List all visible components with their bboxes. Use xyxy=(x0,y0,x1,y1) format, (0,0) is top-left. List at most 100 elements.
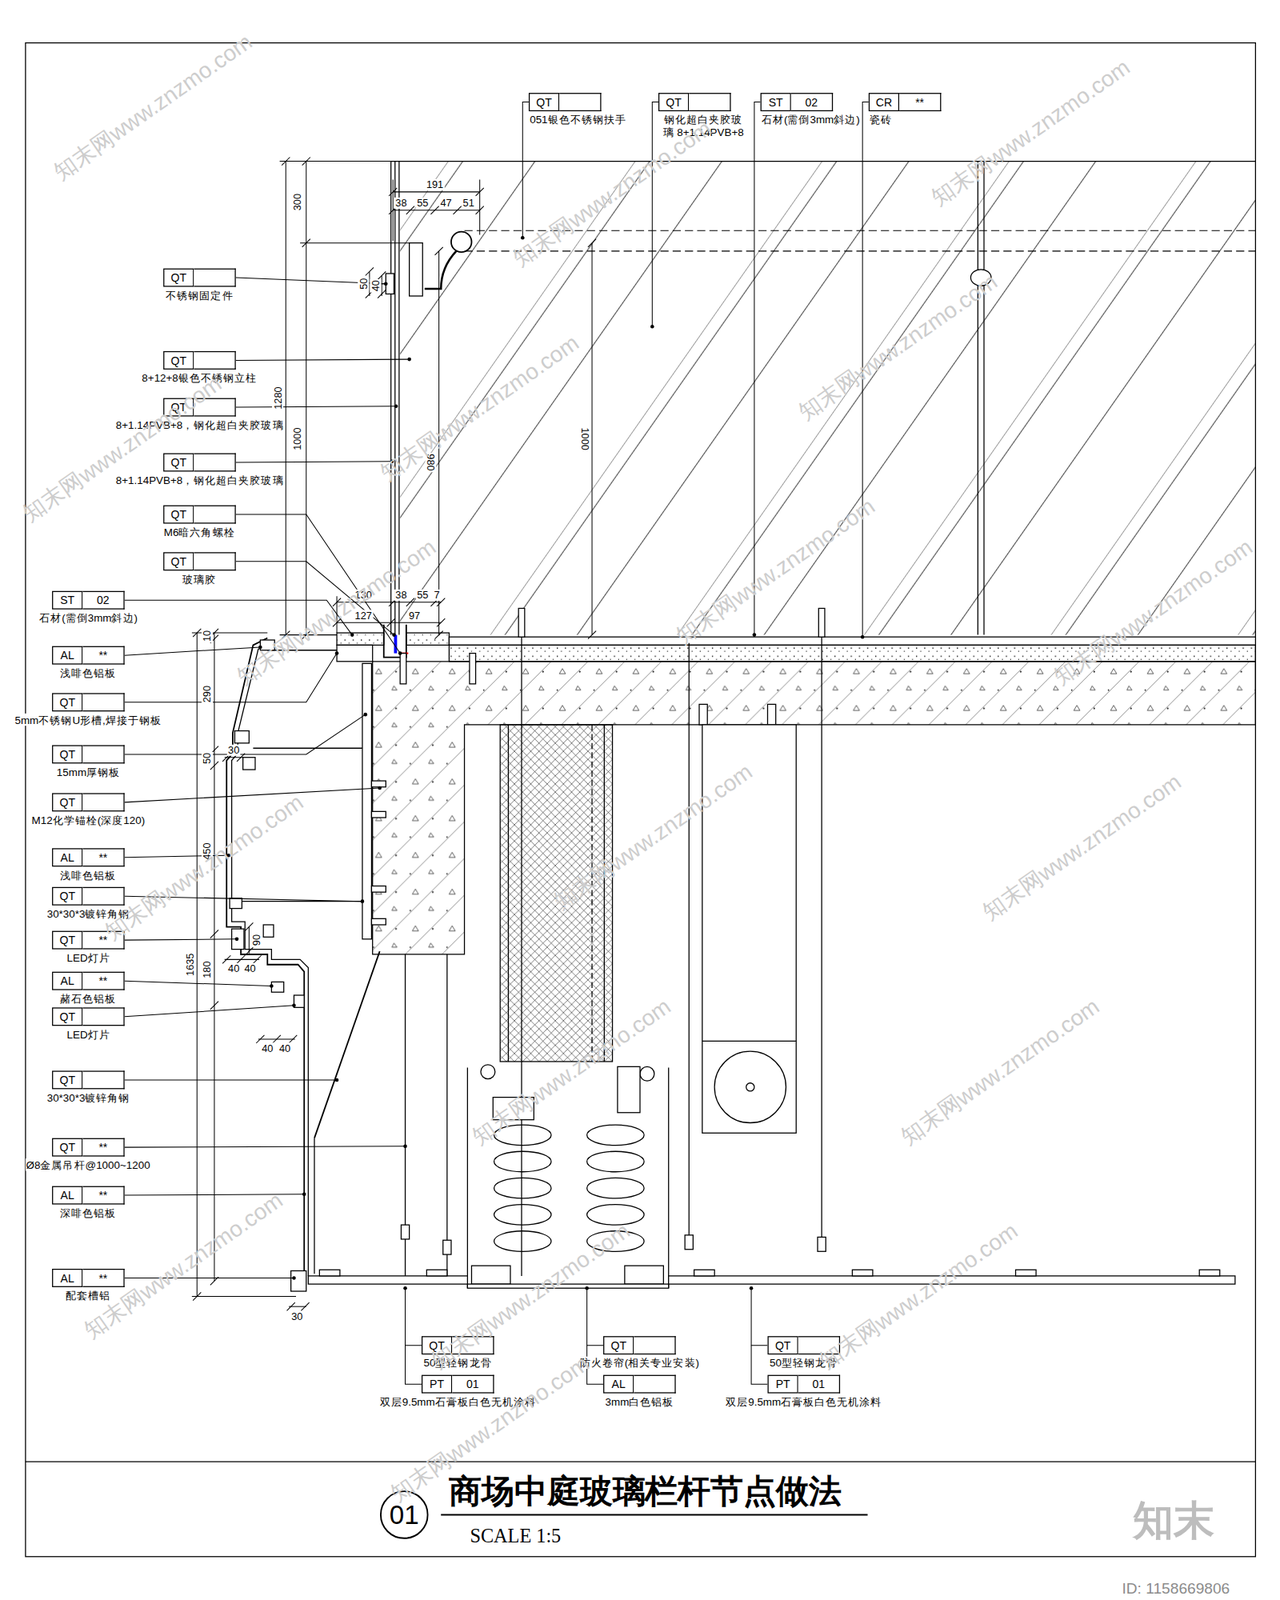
tag-cell: PT xyxy=(421,1375,452,1394)
watermark: 知末网www.znzmo.com xyxy=(98,787,309,948)
material-tag: AL**赭石色铝板 xyxy=(52,972,125,991)
tag-box: CR** xyxy=(868,92,942,112)
leader-dot xyxy=(584,1286,589,1291)
tag-box: QT xyxy=(163,552,236,571)
tag-box: QT xyxy=(163,268,236,288)
material-tag: ST02石材(需倒3mm斜边) xyxy=(760,92,834,112)
tag-cell xyxy=(193,552,236,571)
material-tag: QT5mm不锈钢U形槽,焊接于钢板 xyxy=(52,692,125,712)
dimension-value: 51 xyxy=(461,197,476,209)
dimension-value: 1000 xyxy=(291,426,303,452)
leader-dot xyxy=(360,899,365,904)
dimension-value: 90 xyxy=(250,933,262,948)
leader-line xyxy=(754,102,761,636)
tag-box: QT ** xyxy=(52,1138,125,1157)
material-note: 配套槽铝 xyxy=(64,1288,112,1301)
material-note: 防火卷帘(相关专业安装) xyxy=(578,1356,700,1369)
material-note: 051银色不锈钢扶手 xyxy=(528,113,628,126)
watermark: 知末网www.znzmo.com xyxy=(813,1216,1024,1376)
leader-dot xyxy=(302,1192,307,1197)
leader-dot xyxy=(335,1078,340,1083)
leader-line xyxy=(751,1345,768,1384)
material-note: 3mm白色铝板 xyxy=(604,1395,675,1408)
tag-cell: ST xyxy=(52,591,83,610)
material-tag: QT15mm厚钢板 xyxy=(52,744,125,764)
material-code: QT xyxy=(59,890,75,903)
tag-box: ST 02 xyxy=(52,591,125,610)
leader-line xyxy=(751,1288,768,1345)
leader-line xyxy=(236,406,396,408)
tag-box: QT xyxy=(163,505,236,524)
tag-cell: QT xyxy=(52,1138,83,1157)
material-code: 02 xyxy=(96,594,110,607)
material-code: AL xyxy=(60,1272,75,1284)
material-note: 石材(需倒3mm斜边) xyxy=(38,611,139,624)
dimension-value: 1635 xyxy=(184,952,196,977)
dimension-value: 30 xyxy=(227,744,241,756)
tag-cell: QT xyxy=(52,692,83,712)
leader-dot xyxy=(749,1286,754,1291)
material-code: ** xyxy=(915,96,924,108)
tag-cell: QT xyxy=(658,92,689,112)
dimension-value: 180 xyxy=(201,960,213,980)
dimension-value: 300 xyxy=(291,192,303,212)
dimension-value: 10 xyxy=(201,629,213,644)
material-code: ST xyxy=(768,96,784,108)
material-code: QT xyxy=(171,456,187,468)
dimension-value: 40 xyxy=(260,1042,275,1054)
material-note: 不锈钢固定件 xyxy=(164,288,235,301)
material-code: QT xyxy=(59,796,75,808)
leader-line xyxy=(405,1288,422,1345)
material-tag: QT钢化超白夹胶玻璃 8+1.14PVB+8 xyxy=(658,92,732,112)
leader-dot xyxy=(335,651,340,656)
material-note: 深啡色铝板 xyxy=(59,1206,118,1219)
tag-cell xyxy=(82,692,124,712)
leader-line xyxy=(124,647,261,656)
tag-box: AL** xyxy=(52,646,125,665)
material-tag: QTM6暗六角螺栓 xyxy=(163,505,236,524)
material-code: QT xyxy=(536,96,552,108)
tag-cell: ** xyxy=(82,1268,124,1288)
dimension-value: 7 xyxy=(432,589,441,601)
tag-cell: QT xyxy=(163,268,194,288)
material-code: QT xyxy=(59,933,75,946)
tag-cell: QT xyxy=(163,552,194,571)
tag-cell: AL xyxy=(52,1186,83,1205)
material-note: 15mm厚钢板 xyxy=(56,765,122,778)
dimension-value: 50 xyxy=(357,276,369,291)
leader-dot xyxy=(292,1003,296,1008)
tag-cell: PT xyxy=(767,1375,798,1394)
leader-dot xyxy=(394,404,399,409)
tag-cell: QT xyxy=(52,931,83,950)
dimension-value: 50 xyxy=(201,752,213,766)
material-tag: QT8+1.14PVB+8，钢化超白夹胶玻璃 xyxy=(163,453,236,472)
tag-cell xyxy=(688,92,731,112)
tag-cell: ** xyxy=(899,92,941,112)
tag-box: AL** xyxy=(52,972,125,991)
material-code: QT xyxy=(59,696,75,708)
material-code: QT xyxy=(171,271,187,284)
dimension-value: 38 xyxy=(394,589,408,601)
tag-cell: QT xyxy=(163,505,194,524)
drawing-title: 商场中庭玻璃栏杆节点做法 xyxy=(448,1472,841,1510)
material-code: 01 xyxy=(466,1377,480,1390)
leader-line xyxy=(236,461,392,463)
leader-dot xyxy=(384,281,388,286)
tag-cell: QT xyxy=(52,887,83,906)
leader-dot xyxy=(752,632,757,637)
material-code: AL xyxy=(60,851,75,864)
dimension-value: 191 xyxy=(425,179,445,191)
material-code: ** xyxy=(98,1140,108,1153)
image-id: ID: 1158669806 xyxy=(1121,1579,1230,1597)
material-code: AL xyxy=(60,1188,75,1201)
tag-cell: QT xyxy=(767,1336,798,1355)
material-code: AL xyxy=(60,975,75,988)
tag-cell: 02 xyxy=(82,591,124,610)
material-note: 石材(需倒3mm斜边) xyxy=(760,113,861,126)
material-tag: QT8+12+8银色不锈钢立柱 xyxy=(163,351,236,370)
material-note: LED灯片 xyxy=(65,1028,112,1040)
leader-line xyxy=(124,939,237,940)
material-note: Ø8金属吊杆@1000~1200 xyxy=(24,1158,152,1171)
tag-box: QT xyxy=(52,744,125,764)
tag-box: QT xyxy=(528,92,602,112)
